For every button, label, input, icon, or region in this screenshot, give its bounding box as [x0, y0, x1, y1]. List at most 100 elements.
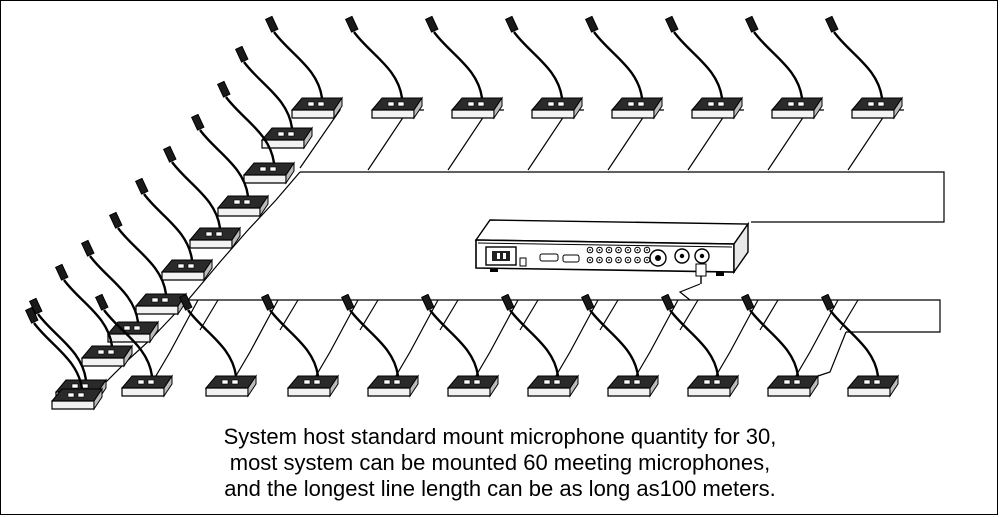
meeting-microphone-icon [216, 80, 295, 185]
speak-button-icon [473, 379, 481, 385]
gooseneck-icon [103, 309, 154, 377]
mic-cable [149, 299, 199, 387]
mic-cable [767, 109, 824, 171]
gooseneck-icon [513, 31, 564, 99]
gooseneck-icon [199, 129, 250, 197]
speak-button-icon [123, 325, 131, 331]
speak-button-icon [151, 297, 159, 303]
speak-button-icon [387, 101, 395, 107]
speak-button-icon [269, 166, 277, 172]
meeting-microphone-icon [820, 293, 899, 398]
speak-button-icon [317, 101, 325, 107]
mic-head-icon [24, 306, 39, 324]
gooseneck-icon [593, 31, 644, 99]
mic-head-icon [820, 293, 835, 311]
speak-button-icon [107, 349, 115, 355]
meeting-microphone-icon [340, 293, 419, 398]
speak-button-icon [793, 379, 801, 385]
gooseneck-icon [225, 96, 276, 164]
mic-cable [367, 109, 424, 171]
mic-head-icon [660, 293, 675, 311]
speak-button-icon [161, 297, 169, 303]
meeting-microphone-icon [824, 15, 903, 120]
gooseneck-icon [33, 322, 84, 390]
gooseneck-icon [273, 31, 324, 99]
meeting-microphone-icon [500, 293, 579, 398]
speak-button-icon [557, 101, 565, 107]
caption-line-2: most system can be mounted 60 meeting mi… [229, 450, 771, 475]
rca-jack-bank [586, 246, 651, 264]
mic-cable [847, 109, 904, 171]
speak-button-icon [187, 263, 195, 269]
gooseneck-icon [433, 31, 484, 99]
system-host-unit [474, 219, 750, 284]
mic-head-icon [580, 293, 595, 311]
mic-head-icon [344, 15, 359, 33]
caption-text: System host standard mount microphone qu… [0, 424, 1000, 502]
gooseneck-icon [171, 161, 222, 229]
meeting-microphone-icon [424, 15, 503, 120]
speak-button-icon [867, 101, 875, 107]
microphone-units [24, 15, 903, 411]
speak-button-icon [177, 263, 185, 269]
mic-head-icon [824, 15, 839, 33]
speak-button-icon [393, 379, 401, 385]
meeting-microphone-icon [234, 45, 313, 150]
gooseneck-icon [673, 31, 724, 99]
speak-button-icon [397, 101, 405, 107]
speak-button-icon [467, 101, 475, 107]
mic-head-icon [420, 293, 435, 311]
mic-head-icon [264, 15, 279, 33]
gooseneck-icon [37, 313, 88, 381]
speak-button-icon [215, 231, 223, 237]
meeting-microphone-icon [190, 113, 269, 218]
mic-cable [817, 331, 847, 377]
speak-button-icon [231, 379, 239, 385]
speak-button-icon [547, 101, 555, 107]
mic-head-icon [216, 80, 231, 98]
meeting-microphone-icon [584, 15, 663, 120]
gooseneck-icon [89, 255, 140, 323]
power-switch [519, 257, 527, 267]
mic-head-icon [94, 293, 109, 311]
mic-cable [527, 109, 584, 171]
speak-button-icon [543, 379, 551, 385]
meeting-microphone-icon [264, 15, 343, 120]
speak-button-icon [277, 131, 285, 137]
meeting-microphone-icon [420, 293, 499, 398]
mic-head-icon [54, 263, 69, 281]
mic-head-icon [584, 15, 599, 33]
meeting-microphone-icon [344, 15, 423, 120]
speak-button-icon [303, 379, 311, 385]
gooseneck-icon [753, 31, 804, 99]
speak-button-icon [623, 379, 631, 385]
mic-head-icon [80, 239, 95, 257]
meeting-microphone-icon [54, 263, 133, 368]
gooseneck-icon [669, 309, 720, 377]
gooseneck-icon [63, 279, 114, 347]
speak-button-icon [77, 392, 85, 398]
mic-head-icon [234, 45, 249, 63]
speak-button-icon [133, 325, 141, 331]
speak-button-icon [463, 379, 471, 385]
speak-button-icon [787, 101, 795, 107]
speak-button-icon [797, 101, 805, 107]
meeting-microphone-icon [740, 293, 819, 398]
speak-button-icon [717, 101, 725, 107]
cable-plug-icon [695, 263, 707, 277]
gooseneck-icon [829, 309, 880, 377]
microphone-system-diagram [24, 15, 945, 411]
mic-head-icon [190, 113, 205, 131]
mic-head-icon [424, 15, 439, 33]
speak-button-icon [243, 199, 251, 205]
gooseneck-icon [187, 309, 238, 377]
speak-button-icon [233, 199, 241, 205]
speak-button-icon [477, 101, 485, 107]
meeting-microphone-icon [664, 15, 743, 120]
serial-port-icon [562, 254, 580, 263]
trunk-top [300, 171, 945, 223]
gooseneck-icon [349, 309, 400, 377]
meeting-microphone-icon [744, 15, 823, 120]
meeting-microphone-icon [134, 177, 213, 282]
speak-button-icon [97, 349, 105, 355]
